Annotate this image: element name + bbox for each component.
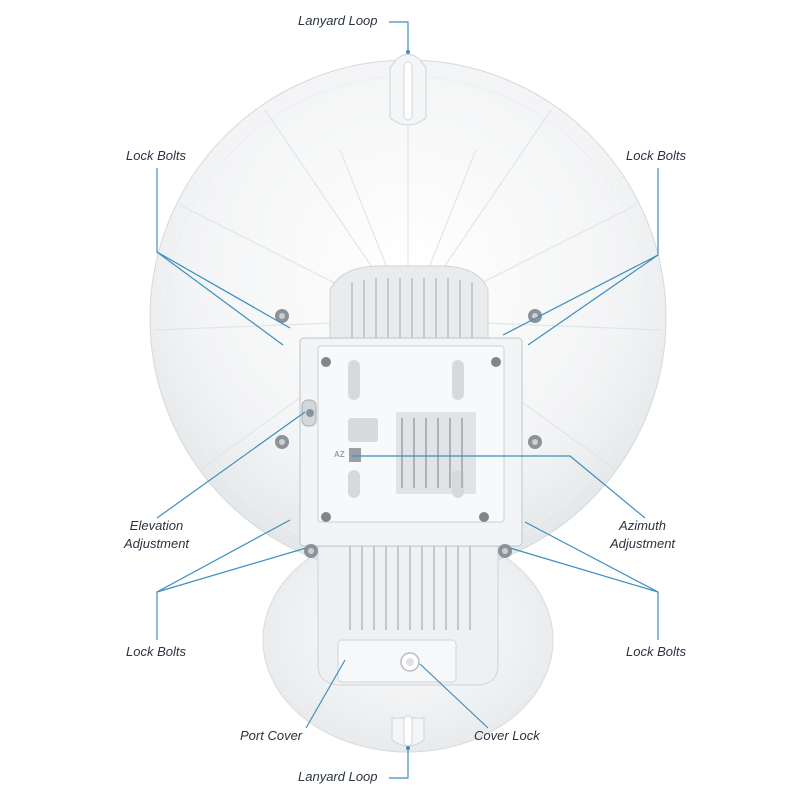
- lock-bolt: [528, 309, 542, 323]
- leader-lanyard-top: [389, 21, 409, 52]
- top-lanyard-loop: [389, 53, 427, 126]
- mounting-bracket: [299, 337, 523, 547]
- bracket-screw: [321, 512, 331, 522]
- lock-bolt: [275, 435, 289, 449]
- label-lock-bolts-bottom-left: Lock Bolts: [126, 644, 186, 659]
- label-lock-bolts-top-right: Lock Bolts: [626, 148, 686, 163]
- leader-lock-bolts-bottom-left-2: [156, 547, 307, 593]
- label-azimuth-line2: Adjustment: [610, 536, 676, 551]
- leader-elevation: [156, 411, 306, 519]
- label-elevation-line1: Elevation: [129, 518, 184, 533]
- label-lock-bolts-top-left: Lock Bolts: [126, 148, 186, 163]
- label-azimuth-adjustment: Azimuth Adjustment: [610, 517, 675, 553]
- bottom-lanyard-loop: [391, 715, 425, 747]
- lock-bolt: [498, 544, 512, 558]
- bracket-screw: [491, 357, 501, 367]
- leader-endpoints: [406, 50, 410, 750]
- leader-lanyard-bottom: [389, 748, 409, 779]
- leader-port-cover: [305, 659, 346, 729]
- lock-bolt: [275, 309, 289, 323]
- bracket-screw: [321, 357, 331, 367]
- label-port-cover: Port Cover: [240, 728, 303, 743]
- az-marking: AZ: [334, 450, 345, 459]
- label-lock-bolts-bottom-right: Lock Bolts: [626, 644, 686, 659]
- lock-bolt: [304, 544, 318, 558]
- leader-cover-lock: [419, 663, 489, 729]
- label-elevation-line2: Adjustment: [124, 536, 190, 551]
- leader-lines: [156, 21, 659, 779]
- label-lanyard-loop-top: Lanyard Loop: [298, 13, 378, 28]
- leader-lock-bolts-top-left-2: [156, 251, 284, 346]
- label-elevation-adjustment: Elevation Adjustment: [124, 517, 189, 553]
- label-lanyard-loop-bottom: Lanyard Loop: [298, 769, 378, 784]
- leader-azimuth: [352, 455, 646, 519]
- leader-lock-bolts-top-right-2: [527, 254, 659, 346]
- leader-lock-bolts-bottom-right-2: [509, 547, 659, 593]
- lock-bolts: [275, 309, 542, 558]
- label-azimuth-line1: Azimuth: [619, 518, 666, 533]
- bracket-screw: [479, 512, 489, 522]
- label-cover-lock: Cover Lock: [474, 728, 540, 743]
- port-cover: [337, 639, 457, 683]
- lock-bolt: [528, 435, 542, 449]
